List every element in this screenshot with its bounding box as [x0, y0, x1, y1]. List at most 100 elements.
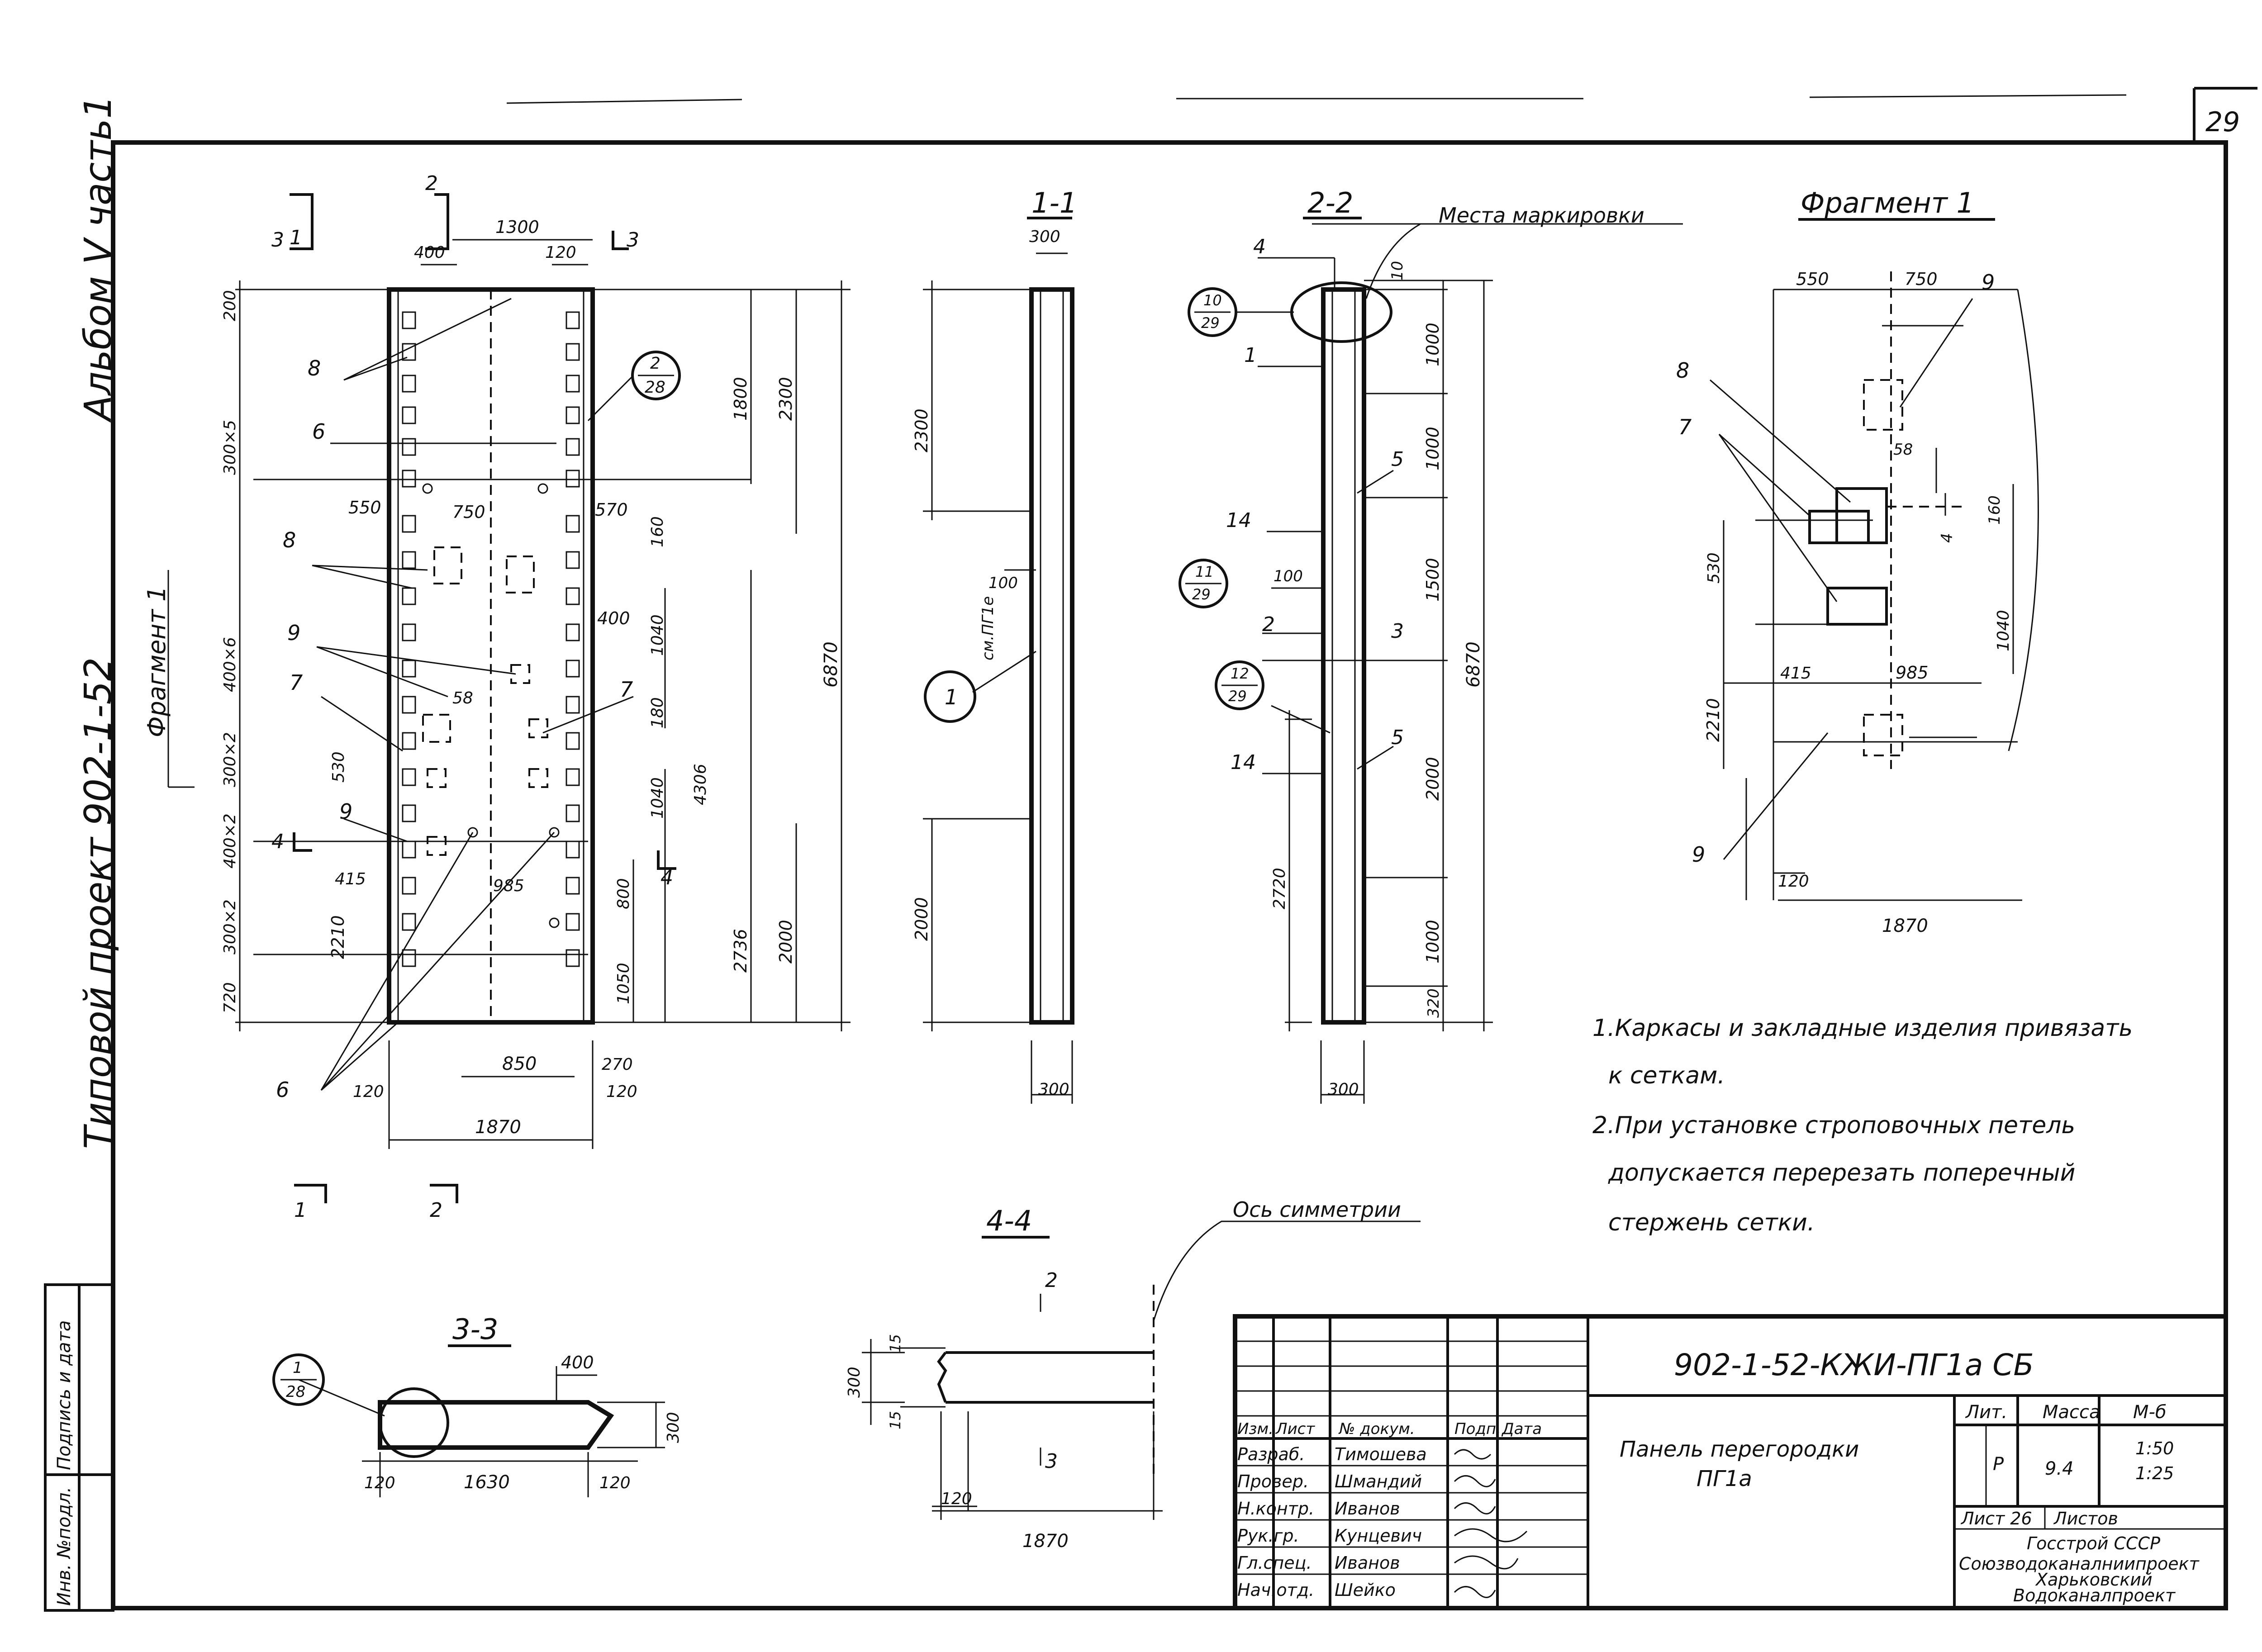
callout-6-top: 6 [312, 419, 325, 444]
note-line-2: к сеткам. [1608, 1062, 1725, 1089]
mark-2-top: 2 [425, 172, 438, 195]
tb-role-3: Н.контр. [1237, 1499, 1314, 1519]
signature-5 [1454, 1555, 1519, 1570]
fr-dim-4: 4 [1938, 533, 1956, 543]
fr-dim-750: 750 [1905, 269, 1938, 289]
s22-callout-3: 3 [1391, 620, 1404, 643]
tb-name-5: Иванов [1335, 1553, 1400, 1573]
fr-dim-1040: 1040 [1994, 610, 2013, 651]
tb-lit-label: Лит. [1965, 1402, 2007, 1423]
s33-dim-120-right: 120 [599, 1474, 631, 1492]
dim-2210: 2210 [328, 915, 348, 959]
s44-mark-2: 2 [1045, 1269, 1058, 1292]
s22-callout-2: 2 [1262, 613, 1275, 636]
tb-scale-label: М-б [2133, 1402, 2167, 1423]
s22-callout-1: 1 [1244, 344, 1257, 367]
stamp-sign: Подпись и дата [54, 1320, 75, 1470]
drawing-name-1: Панель перегородки [1620, 1437, 1859, 1462]
s22-dim-320: 320 [1425, 988, 1443, 1018]
section-4-4-title: 4-4 [986, 1204, 1032, 1237]
bubble-1-28-den: 28 [286, 1383, 305, 1401]
s22-callout-5-b: 5 [1391, 726, 1404, 749]
tb-header-sign: Подп. [1454, 1420, 1501, 1438]
bubble-2-28-num: 2 [650, 354, 661, 373]
fr-callout-7: 7 [1678, 415, 1692, 439]
dim-850: 850 [502, 1054, 537, 1074]
tb-role-1: Разраб. [1237, 1444, 1305, 1464]
fr-dim-58: 58 [1893, 441, 1913, 459]
s11-dim-300-top: 300 [1029, 228, 1060, 246]
s44-dim-300: 300 [845, 1367, 864, 1398]
s22-dim-1000-a: 1000 [1423, 323, 1443, 366]
bubble-10-num: 10 [1203, 292, 1222, 309]
dim-6870: 6870 [821, 641, 841, 688]
dim-1040-b: 1040 [648, 777, 667, 819]
dim-160: 160 [648, 516, 667, 547]
mark-3-right: 3 [627, 228, 639, 252]
section-2-2: 2-2 Места маркировки 10 1000 1000 100 15… [1179, 186, 1683, 1104]
bubble-12-num: 12 [1231, 665, 1249, 682]
sheet-frame [111, 140, 2228, 1610]
s22-dim-1500: 1500 [1423, 558, 1443, 602]
fr-callout-9-bottom: 9 [1692, 842, 1705, 867]
tb-header-izm: Изм. [1237, 1420, 1274, 1438]
dim-400-mid: 400 [597, 608, 630, 628]
tb-role-4: Рук.гр. [1237, 1526, 1299, 1546]
tb-org-2: Союзводоканалниипроект [1959, 1554, 2200, 1574]
callout-7-left: 7 [290, 670, 303, 695]
dim-120-top: 120 [545, 243, 576, 262]
section-1-1-outline [1029, 287, 1074, 1025]
dim-180: 180 [648, 697, 667, 728]
section-1-1: 1-1 300 2300 100 2000 300 см.ПГ1е 1 [912, 186, 1077, 1104]
s11-dim-2000: 2000 [912, 897, 931, 941]
section-3-3-outline [378, 1400, 614, 1450]
dim-750: 750 [452, 502, 485, 522]
mark-4-right: 4 [661, 866, 673, 889]
dim-400x6: 400×6 [221, 637, 239, 692]
dim-1870: 1870 [475, 1117, 521, 1138]
s11-dim-2300: 2300 [912, 408, 931, 452]
s44-dim-1870: 1870 [1022, 1531, 1069, 1552]
stamp-inv: Инв. №подл. [54, 1487, 75, 1606]
bubble-11-den: 29 [1192, 586, 1211, 603]
axis-of-symmetry-label: Ось симметрии [1233, 1197, 1401, 1222]
fr-dim-530: 530 [1705, 552, 1723, 584]
section-1-1-title: 1-1 [1031, 186, 1077, 219]
fr-dim-550: 550 [1796, 269, 1829, 289]
fr-dim-160: 160 [1986, 495, 2004, 525]
dim-2000: 2000 [776, 920, 796, 964]
tb-name-6: Шейко [1335, 1580, 1396, 1600]
project-label: Типовой проект 902-1-52 [77, 657, 120, 1149]
section-3-3-title: 3-3 [452, 1313, 498, 1346]
fr-dim-2210: 2210 [1703, 698, 1723, 742]
tb-sheets-label: Листов [2053, 1509, 2118, 1529]
section-4-4: 4-4 Ось симметрии 15 300 15 120 1870 2 3 [845, 1197, 1421, 1552]
s44-mark-3: 3 [1045, 1450, 1058, 1473]
drawing-name-2: ПГ1а [1696, 1466, 1752, 1491]
fr-callout-9-top: 9 [1982, 270, 1995, 294]
callout-9-mid: 9 [287, 621, 300, 645]
tb-mass-label: Масса [2043, 1402, 2100, 1423]
note-line-4: допускается перерезать поперечный [1608, 1159, 2075, 1187]
bubble-11-num: 11 [1195, 563, 1214, 580]
tb-name-4: Кунцевич [1335, 1526, 1422, 1546]
dim-2736: 2736 [731, 929, 751, 973]
signature-4 [1454, 1528, 1528, 1543]
dim-720: 720 [221, 982, 239, 1013]
tb-org-3: Харьковский [2035, 1570, 2153, 1590]
tb-header-date: Дата [1501, 1420, 1542, 1438]
fragment-1-title: Фрагмент 1 [1801, 186, 1974, 219]
s11-callout-1: 1 [945, 685, 958, 709]
tb-lit-value: Р [1993, 1454, 2004, 1475]
signature-1 [1454, 1449, 1492, 1460]
dim-1040-a: 1040 [648, 614, 667, 656]
drawing-code: 902-1-52-КЖИ-ПГ1а СБ [1674, 1348, 2034, 1382]
tb-scale-value-1: 1:50 [2135, 1438, 2174, 1458]
tb-header-list: Лист [1275, 1420, 1315, 1438]
dim-58: 58 [452, 689, 473, 707]
dim-120-bl: 120 [353, 1082, 384, 1101]
s22-dim-1000-b: 1000 [1423, 427, 1443, 470]
s22-dim-2000: 2000 [1423, 757, 1443, 801]
dim-1300: 1300 [495, 217, 539, 237]
